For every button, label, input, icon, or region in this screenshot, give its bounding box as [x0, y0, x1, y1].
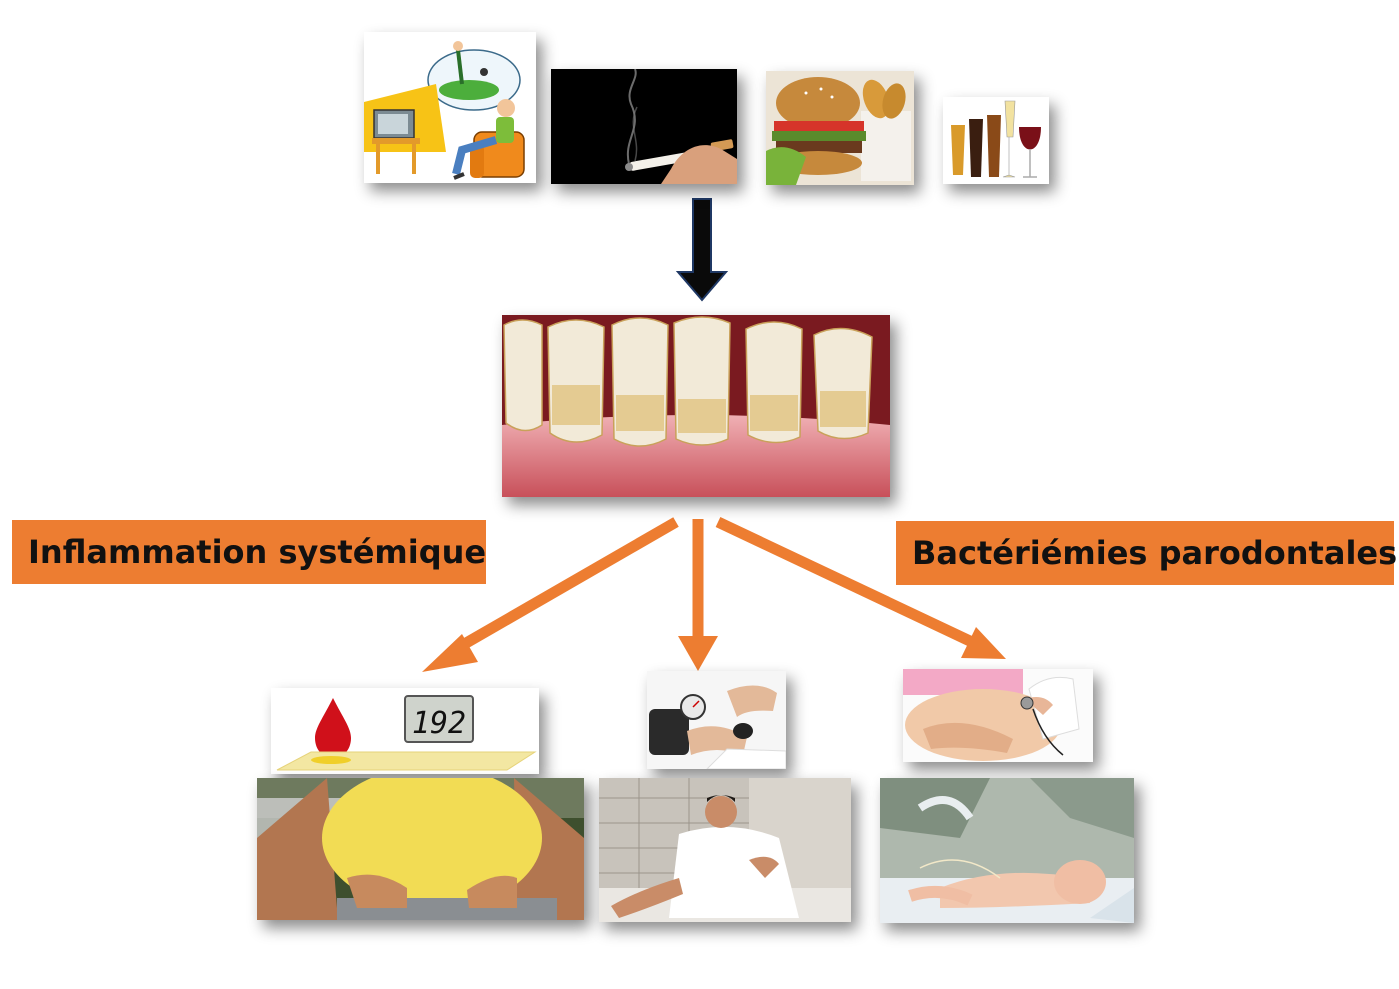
- blood-glucose-illustration: 192: [271, 688, 539, 774]
- alcohol-image: [943, 97, 1049, 184]
- burger-fries-photo: [766, 71, 914, 185]
- obesity-image: [257, 778, 584, 920]
- pregnancy-image: [903, 669, 1093, 762]
- blood-pressure-image: [647, 671, 786, 769]
- arrow-middle-head: [678, 636, 718, 671]
- down-arrow: [675, 198, 729, 302]
- newborn-image: [880, 778, 1134, 923]
- periodontal-teeth-image: [502, 315, 890, 497]
- chest-pain-photo: [599, 778, 851, 922]
- sedentary-lifestyle-image: [364, 32, 536, 183]
- inflammation-label: Inflammation systémique: [12, 520, 486, 584]
- arrow-left-line: [451, 517, 679, 655]
- couch-tv-illustration: [364, 32, 536, 183]
- smoking-image: [551, 69, 737, 184]
- cardiovascular-image: [599, 778, 851, 922]
- premature-baby-photo: [880, 778, 1134, 923]
- bacteremia-label: Bactériémies parodontales: [896, 521, 1397, 585]
- cigarette-photo: [551, 69, 737, 184]
- arrow-right-head: [961, 627, 1006, 659]
- fast-food-image: [766, 71, 914, 185]
- pregnant-belly-photo: [903, 669, 1093, 762]
- teeth-photo: [502, 315, 890, 497]
- blood-pressure-photo: [647, 671, 786, 769]
- blood-drop-icon: [315, 698, 351, 758]
- glucose-reading: 192: [412, 706, 466, 741]
- obese-person-photo: [257, 778, 584, 920]
- glucometer-image: 192: [271, 688, 539, 774]
- drinks-photo: [943, 97, 1049, 184]
- arrow-left-head: [422, 634, 478, 672]
